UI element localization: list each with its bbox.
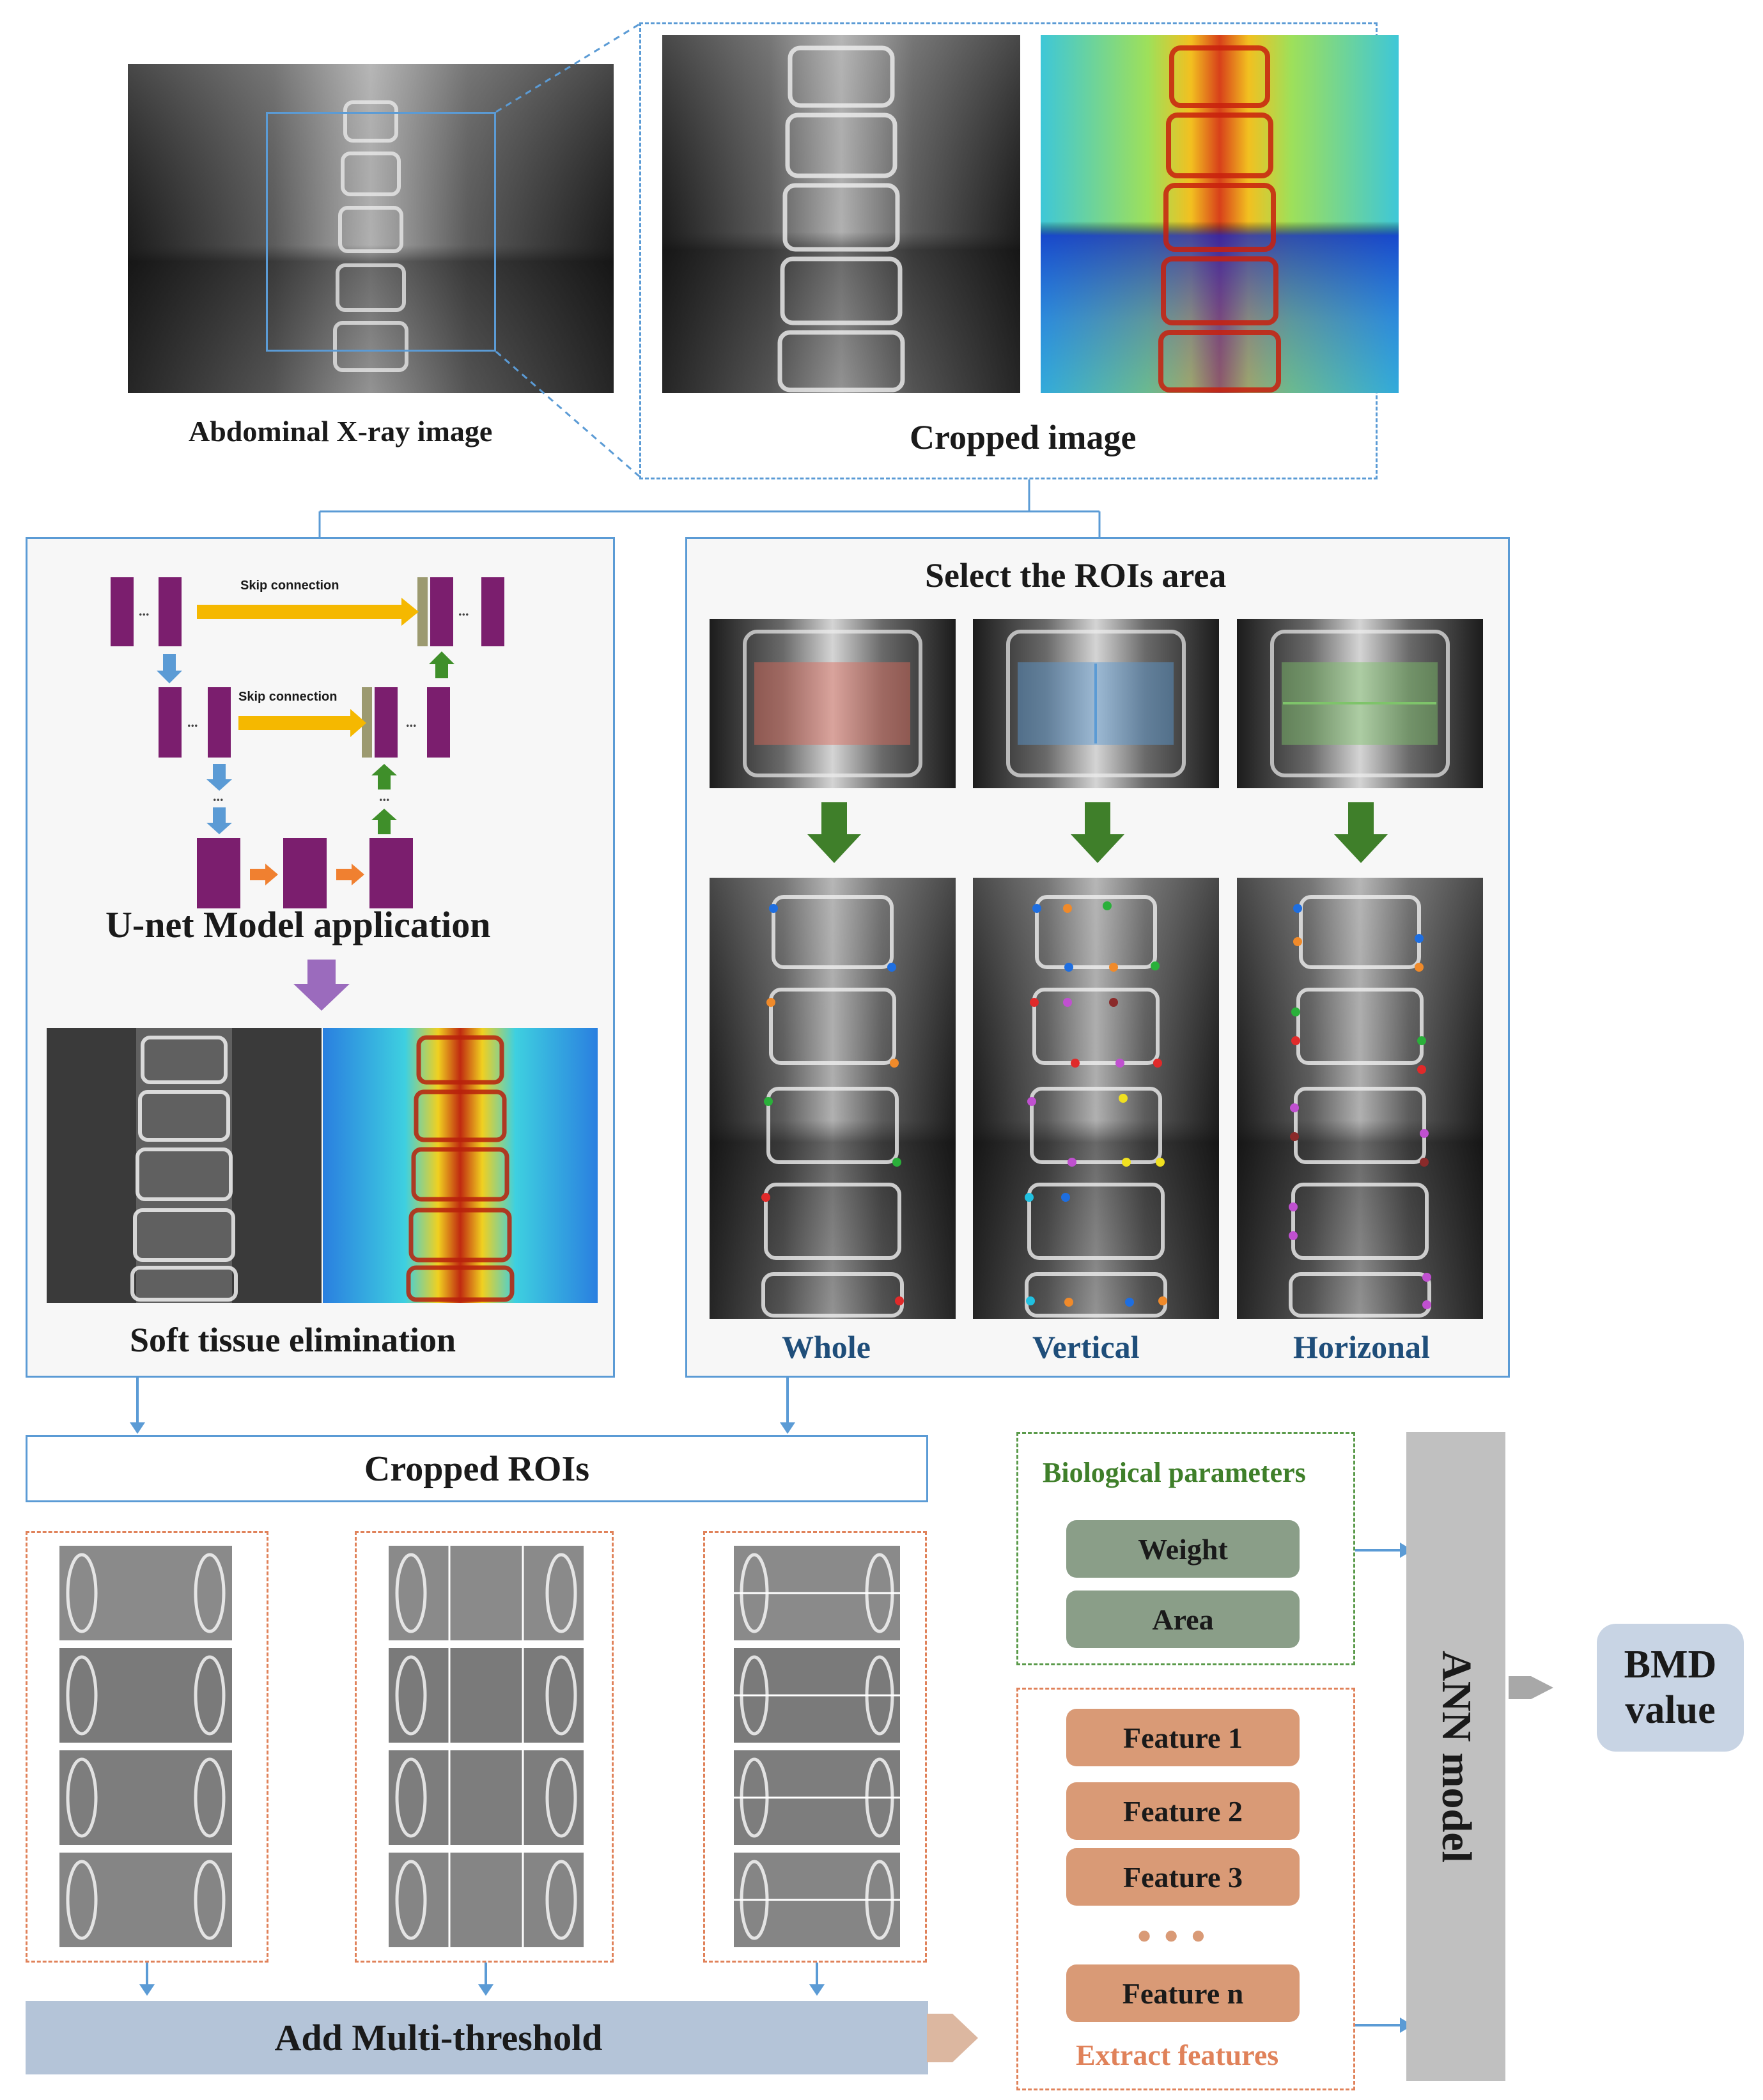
green-down-arrow-whole [807,802,861,863]
feature-2: Feature 2 [1066,1782,1300,1840]
extract-features-title: Extract features [1076,2039,1279,2071]
multi-threshold-bar: Add Multi-threshold [26,2001,928,2074]
spine-landmarks-vertical [973,878,1219,1319]
purple-down-arrow [293,960,350,1011]
roi-whole-label: Whole [782,1329,871,1365]
cropped-image-panel: Cropped image [639,22,1399,479]
unet-ellipsis-6: ... [379,788,390,804]
spine-landmarks-whole [710,878,956,1319]
roi-crops-whole [26,1531,268,1963]
ann-model-label: ANN model [1433,1650,1480,1863]
skip-connection-label-1: Skip connection [240,579,339,593]
cropped-rois-label: Cropped ROIs [364,1449,590,1489]
feature-n: Feature n [1066,1964,1300,2022]
cropped-rois-connectors [130,1378,795,1434]
ann-to-bmd-arrow [1509,1676,1553,1699]
roi-panel-title: Select the ROIs area [925,556,1227,595]
abdominal-xray-image [128,64,614,393]
ann-model-block: ANN model [1406,1432,1505,2081]
roi-vertical-label: Vertical [1032,1329,1140,1365]
roi-horizontal-label: Horizonal [1293,1329,1430,1365]
unet-ellipsis-2: ... [458,603,469,619]
skip-connection-label-2: Skip connection [238,690,338,704]
green-down-arrow-vertical [1071,802,1124,863]
cropped-heatmap-image [1041,35,1399,393]
roi-crops-vertical [355,1531,614,1963]
roi-horizontal-image [1237,619,1483,788]
cropped-image-label: Cropped image [910,418,1137,456]
unet-architecture-diagram [111,577,504,908]
abdominal-xray-label: Abdominal X-ray image [189,415,493,447]
biological-parameters-title: Biological parameters [1043,1457,1306,1488]
roi-vertical-image [973,619,1219,788]
split-connector [318,479,1101,537]
spine-landmarks-horizontal [1237,878,1483,1319]
unet-ellipsis-3: ... [187,714,198,730]
unet-ellipsis-1: ... [139,603,150,619]
multi-threshold-label: Add Multi-threshold [274,2017,603,2058]
bmd-value-label: BMD value [1624,1642,1717,1732]
roi-whole-image [710,619,956,788]
roi-crops-horizontal [703,1531,927,1963]
bmd-value-box: BMD value [1597,1624,1744,1752]
zoom-connector-lines [495,23,640,478]
feature-3: Feature 3 [1066,1848,1300,1906]
crop-region-marker [266,112,496,352]
weight-parameter: Weight [1066,1520,1300,1578]
area-parameter: Area [1066,1591,1300,1648]
unet-model-title: U-net Model application [105,904,491,945]
unet-ellipsis-4: ... [406,714,417,730]
inputs-to-ann-arrows [1355,1543,1413,2033]
cropped-xray-image [662,35,1020,393]
cropped-rois-box: Cropped ROIs [26,1435,928,1502]
soft-tissue-heatmap-image [323,1028,598,1303]
unet-ellipsis-5: ... [213,788,224,804]
extract-features-box: Feature 1 Feature 2 Feature 3 ● ● ● Feat… [1016,1688,1355,2090]
feature-1: Feature 1 [1066,1709,1300,1766]
unet-panel: Skip connection Skip connection ... ... … [26,537,615,1378]
threshold-to-features-arrow [927,2014,978,2062]
roi-selection-panel: Select the ROIs area [685,537,1510,1378]
multi-threshold-connectors [139,1963,825,1996]
biological-parameters-box: Biological parameters Weight Area [1016,1432,1355,1665]
soft-tissue-label: Soft tissue elimination [130,1321,456,1359]
soft-tissue-xray-image [47,1028,322,1303]
green-down-arrow-horizontal [1334,802,1388,863]
features-ellipsis: ● ● ● [1137,1920,1209,1949]
